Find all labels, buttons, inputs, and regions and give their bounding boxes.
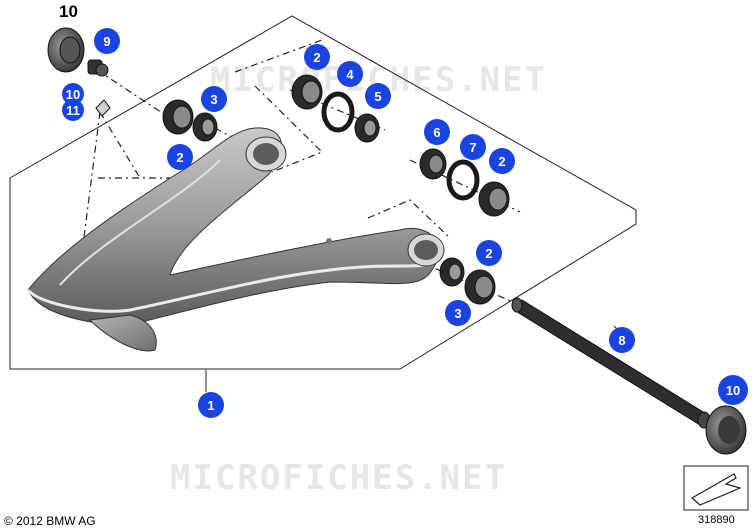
callout-10-left: 10 xyxy=(62,83,84,105)
callout-2-top-mid: 2 xyxy=(304,44,330,70)
svg-text:8: 8 xyxy=(618,333,625,348)
callout-9: 9 xyxy=(94,28,120,54)
nav-arrow-icon xyxy=(683,465,749,511)
bolt-icon xyxy=(47,27,111,117)
callout-4: 4 xyxy=(337,61,363,87)
callout-2-top-left: 2 xyxy=(167,144,193,170)
svg-text:2: 2 xyxy=(313,50,320,65)
spacer-ring-icon xyxy=(321,91,480,201)
callout-5: 5 xyxy=(365,83,391,109)
svg-text:10: 10 xyxy=(726,383,740,398)
svg-text:4: 4 xyxy=(346,67,354,82)
svg-text:6: 6 xyxy=(433,125,440,140)
diagram-code: 318890 xyxy=(698,514,735,526)
axle-bolt-icon xyxy=(511,297,711,429)
svg-text:1: 1 xyxy=(207,398,214,413)
callout-11: 11 xyxy=(62,99,84,121)
copyright-text: © 2012 BMW AG xyxy=(4,514,96,528)
svg-text:5: 5 xyxy=(374,89,381,104)
callout-badges: 9 10 11 3 2 2 4 5 xyxy=(62,28,748,418)
svg-text:3: 3 xyxy=(454,306,461,321)
callout-7: 7 xyxy=(460,134,486,160)
svg-text:3: 3 xyxy=(210,92,217,107)
callout-6: 6 xyxy=(424,119,450,145)
cap-icon xyxy=(705,405,747,455)
callout-10-top-label: 10 xyxy=(59,2,78,21)
svg-text:7: 7 xyxy=(469,140,476,155)
callout-8: 8 xyxy=(609,327,635,353)
callout-3-top: 3 xyxy=(201,86,227,112)
swing-arm-icon xyxy=(26,127,445,352)
svg-text:2: 2 xyxy=(498,154,505,169)
callout-3-bottom: 3 xyxy=(445,300,471,326)
callout-2-right-top: 2 xyxy=(489,148,515,174)
svg-text:2: 2 xyxy=(485,246,492,261)
watermark-bottom: MICROFICHES.NET xyxy=(170,458,508,498)
svg-text:10: 10 xyxy=(66,87,80,102)
svg-text:9: 9 xyxy=(103,34,110,49)
svg-text:11: 11 xyxy=(66,103,80,118)
callout-10-bottom: 10 xyxy=(718,375,748,405)
svg-text:2: 2 xyxy=(176,150,183,165)
callout-1: 1 xyxy=(198,392,224,418)
bearing-icon xyxy=(162,74,510,305)
frame-outline xyxy=(9,15,637,370)
callout-2-right-bottom: 2 xyxy=(476,240,502,266)
